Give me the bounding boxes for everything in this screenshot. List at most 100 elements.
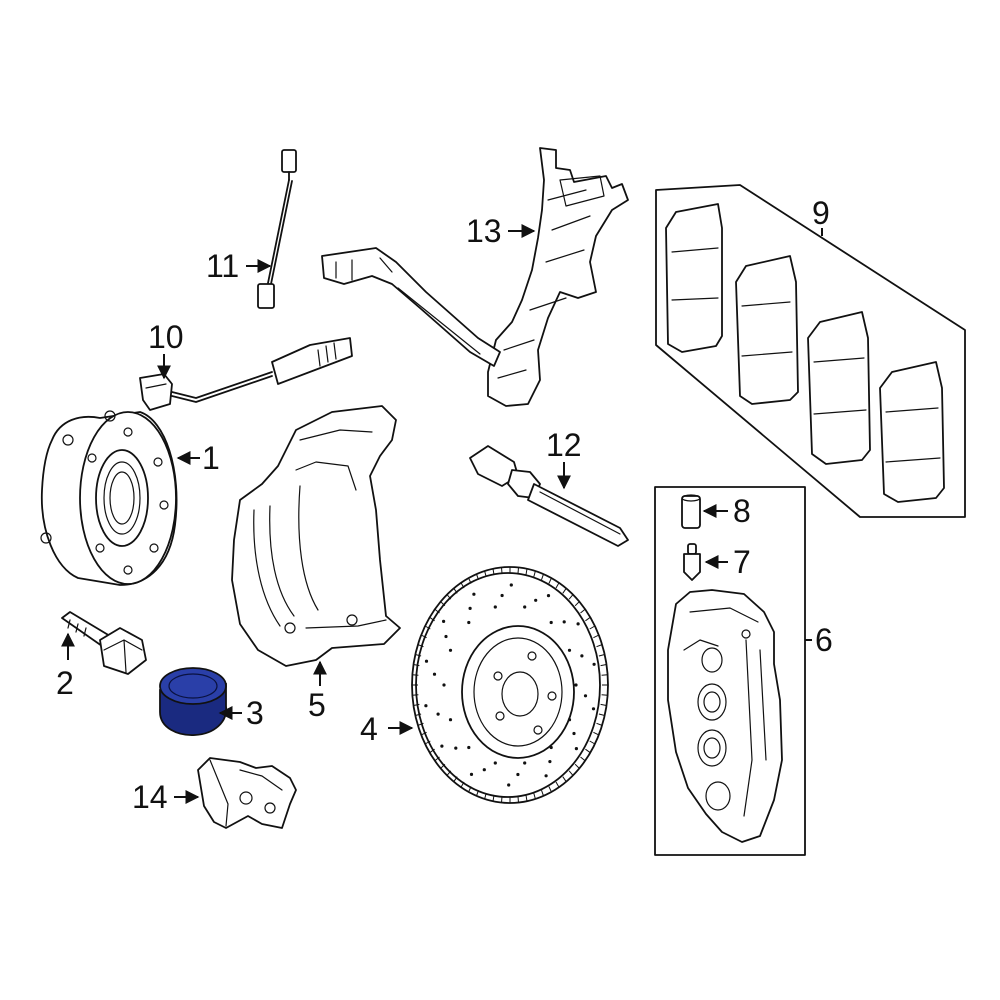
brake-pad-2	[735, 255, 799, 405]
rotor-vent-tick	[424, 625, 431, 630]
rotor-vent-tick	[585, 616, 591, 622]
rotor-vent-tick	[429, 616, 435, 622]
rotor-vent-tick	[417, 722, 424, 726]
part-3-dust-cap[interactable]	[159, 667, 227, 736]
part-13-harness-bracket[interactable]	[321, 147, 629, 407]
callout-14[interactable]: 14	[132, 779, 168, 815]
rotor-hole	[424, 659, 429, 663]
callout-4[interactable]: 4	[360, 711, 378, 747]
rotor-hole	[572, 731, 576, 736]
rotor-hole	[467, 745, 471, 750]
part-8-bleeder-cap[interactable]	[681, 494, 701, 529]
rotor-hole	[469, 772, 474, 777]
rotor-vent-tick	[589, 740, 596, 745]
callout-12[interactable]: 12	[546, 427, 582, 463]
rotor-vent-tick	[568, 594, 574, 600]
rotor-hole	[534, 598, 538, 602]
rotor-hole	[482, 768, 486, 772]
rotor-vent-tick	[541, 573, 544, 580]
rotor-hole	[544, 774, 548, 778]
callout-9[interactable]: 9	[812, 195, 830, 231]
rotor-hole	[467, 620, 471, 625]
rotor-hole	[583, 694, 588, 698]
rotor-vent-tick	[598, 654, 605, 657]
rotor-vent-tick	[424, 740, 431, 745]
part-11-wear-sensor-wire[interactable]	[257, 149, 297, 309]
rotor-vent-tick	[600, 664, 607, 667]
rotor-hole	[580, 654, 584, 658]
rotor-hole	[442, 683, 446, 687]
callout-13[interactable]: 13	[466, 213, 502, 249]
rotor-vent-tick	[446, 770, 452, 776]
rotor-vent-tick	[492, 795, 495, 802]
rotor-vent-tick	[596, 722, 603, 726]
rotor-hole	[523, 761, 527, 765]
rotor-vent-tick	[580, 608, 586, 614]
part-9-brake-pad-set[interactable]	[655, 184, 966, 518]
callout-2[interactable]: 2	[56, 665, 74, 701]
rotor-vent-tick	[434, 756, 440, 762]
rotor-vent-tick	[476, 573, 479, 580]
rotor-vent-tick	[468, 577, 472, 584]
rotor-vent-tick	[460, 781, 465, 788]
rotor-vent-tick	[525, 568, 528, 575]
rotor-vent-tick	[415, 713, 422, 716]
rotor-vent-tick	[562, 776, 567, 782]
rotor-vent-tick	[413, 703, 420, 706]
rotor-hole	[472, 592, 476, 596]
rotor-vent-tick	[574, 601, 580, 607]
rotor-hole	[574, 747, 579, 751]
callout-8[interactable]: 8	[733, 493, 751, 529]
rotor-vent-tick	[555, 582, 560, 589]
rotor-vent-tick	[429, 748, 435, 754]
part-1-wheel-hub[interactable]	[40, 410, 178, 586]
rotor-hole	[442, 619, 446, 624]
rotor-vent-tick	[589, 625, 596, 630]
part-6-brake-caliper[interactable]	[667, 589, 783, 843]
rotor-drilled-holes	[412, 567, 608, 803]
callout-3[interactable]: 3	[246, 695, 264, 731]
rotor-hole	[567, 718, 572, 722]
part-2-hub-bolt[interactable]	[61, 611, 147, 675]
part-14-bracket[interactable]	[197, 757, 297, 829]
rotor-vent-tick	[593, 634, 600, 639]
rotor-vent-tick	[533, 570, 536, 577]
part-4-brake-rotor[interactable]	[411, 566, 609, 804]
callout-10[interactable]: 10	[148, 319, 184, 355]
part-7-bleeder-screw[interactable]	[683, 543, 701, 581]
rotor-hole	[507, 783, 511, 787]
rotor-hole	[440, 744, 444, 748]
part-5-dust-shield[interactable]	[231, 405, 401, 667]
rotor-hole	[454, 746, 458, 750]
rotor-vent-tick	[600, 703, 607, 706]
rotor-hole	[567, 648, 572, 652]
part-10-speed-sensor[interactable]	[139, 337, 353, 411]
rotor-vent-tick	[501, 567, 503, 574]
rotor-hole	[444, 634, 448, 639]
callout-6[interactable]: 6	[815, 622, 833, 658]
rotor-hole	[549, 745, 553, 750]
callout-11[interactable]: 11	[206, 248, 239, 284]
rotor-vent-tick	[420, 731, 427, 736]
rotor-vent-tick	[420, 634, 427, 639]
rotor-hole	[468, 606, 472, 611]
rotor-hole	[592, 662, 596, 666]
callout-7[interactable]: 7	[733, 544, 751, 580]
rotor-hole	[493, 605, 497, 609]
rotor-vent-tick	[460, 582, 465, 589]
brake-pad-3	[807, 311, 871, 465]
part-12-guide-pin[interactable]	[469, 445, 629, 547]
rotor-vent-tick	[440, 601, 446, 607]
rotor-vent-tick	[598, 713, 605, 716]
rotor-vent-tick	[412, 694, 419, 696]
rotor-hole	[509, 583, 513, 587]
rotor-vent-tick	[548, 577, 552, 584]
leader-arrows	[61, 224, 823, 804]
callout-1[interactable]: 1	[202, 440, 220, 476]
rotor-vent-tick	[453, 776, 458, 782]
callout-5[interactable]: 5	[308, 687, 326, 723]
rotor-vent-tick	[517, 567, 519, 574]
rotor-vent-tick	[484, 570, 487, 577]
rotor-vent-tick	[533, 793, 536, 800]
